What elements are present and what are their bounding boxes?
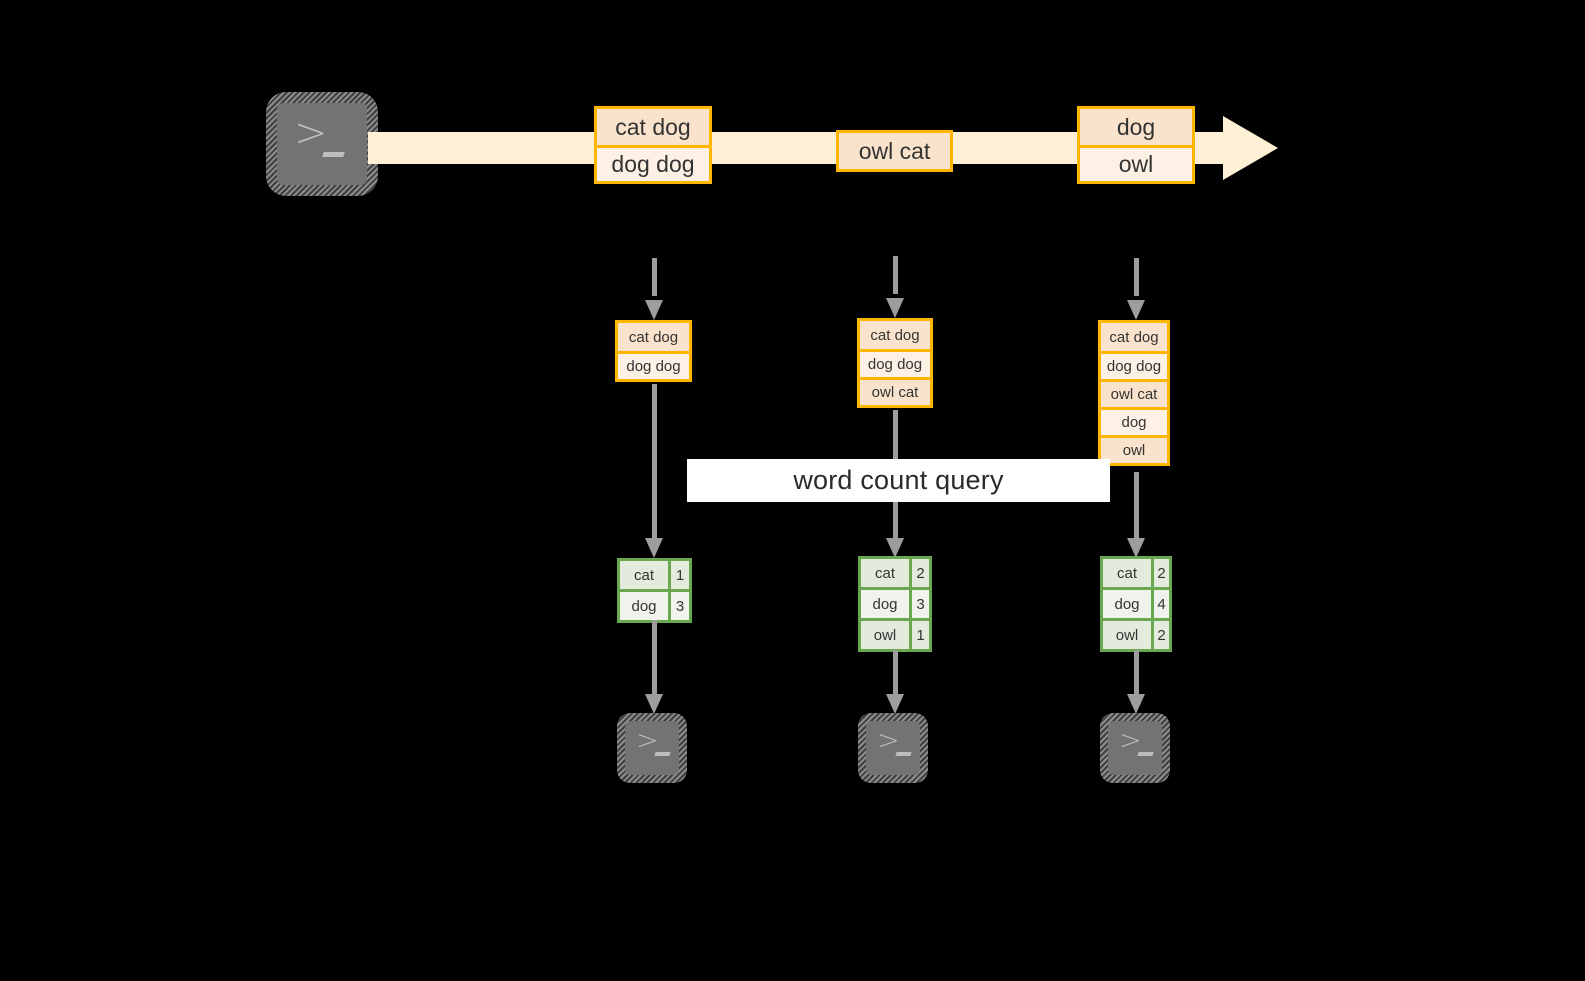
query-label-text: word count query [793,465,1004,495]
table-row: dog 4 [1103,587,1169,618]
log-line: dog dog [618,351,689,379]
snapshot-2-log: cat dog dog dog owl cat [857,318,933,408]
log-line: dog [1101,407,1167,435]
arrow-head-icon [645,300,663,320]
event-group-1: cat dog dog dog [594,106,712,184]
arrow-head-icon [886,538,904,558]
prompt-chevron-icon: > [1119,725,1142,756]
log-line: dog dog [860,349,930,377]
event-line: cat dog [597,109,709,145]
log-line: dog dog [1101,351,1167,379]
event-line: dog dog [597,145,709,181]
terminal-prompt: > [1108,721,1162,775]
arrow-head-icon [886,694,904,714]
result-word: cat [620,561,668,589]
table-row: cat 2 [861,559,929,587]
prompt-chevron-icon: > [877,725,900,756]
result-count: 3 [909,590,929,618]
snapshot-2-sink-terminal-icon: > [858,713,928,783]
result-count: 4 [1151,590,1169,618]
log-line: cat dog [618,323,689,351]
result-count: 2 [909,559,929,587]
log-line: owl [1101,435,1167,463]
result-count: 2 [1151,621,1169,649]
prompt-cursor-icon [1137,752,1154,756]
result-word: dog [1103,590,1151,618]
result-count: 1 [909,621,929,649]
event-group-2: owl cat [836,130,953,172]
snapshot-3-log: cat dog dog dog owl cat dog owl [1098,320,1170,466]
dashed-line [893,256,898,294]
query-label-band: word count query [687,459,1110,502]
terminal-prompt: > [866,721,920,775]
terminal-screen: > [1108,721,1162,775]
table-row: cat 2 [1103,559,1169,587]
snapshot-1-result-table: cat 1 dog 3 [617,558,692,623]
solid-line [652,384,657,540]
arrow-head-icon [1127,300,1145,320]
table-row: owl 2 [1103,618,1169,649]
terminal-screen: > [625,721,679,775]
prompt-cursor-icon [654,752,671,756]
solid-line [1134,650,1139,696]
prompt-chevron-icon: > [294,110,328,156]
prompt-chevron-icon: > [636,725,659,756]
result-word: cat [1103,559,1151,587]
arrow-head-icon [1127,694,1145,714]
snapshot-2-result-table: cat 2 dog 3 owl 1 [858,556,932,652]
prompt-cursor-icon [895,752,912,756]
result-count: 1 [668,561,689,589]
terminal-prompt: > [277,103,367,185]
result-count: 3 [668,592,689,620]
log-line: cat dog [860,321,930,349]
result-word: owl [1103,621,1151,649]
terminal-screen: > [866,721,920,775]
arrow-head-icon [886,298,904,318]
table-row: owl 1 [861,618,929,649]
log-line: owl cat [860,377,930,405]
arrow-head-icon [645,538,663,558]
event-line: owl [1080,145,1192,181]
solid-line [1134,472,1139,540]
dashed-line [652,258,657,296]
solid-line [652,620,657,696]
table-row: cat 1 [620,561,689,589]
snapshot-1-log: cat dog dog dog [615,320,692,382]
event-group-3: dog owl [1077,106,1195,184]
snapshot-3-sink-terminal-icon: > [1100,713,1170,783]
result-word: dog [861,590,909,618]
snapshot-3-result-table: cat 2 dog 4 owl 2 [1100,556,1172,652]
result-count: 2 [1151,559,1169,587]
snapshot-1-sink-terminal-icon: > [617,713,687,783]
event-line: owl cat [839,133,950,169]
event-line: dog [1080,109,1192,145]
result-word: owl [861,621,909,649]
terminal-prompt: > [625,721,679,775]
table-row: dog 3 [620,589,689,620]
log-line: cat dog [1101,323,1167,351]
dashed-line [1134,258,1139,296]
arrow-head-icon [1127,538,1145,558]
result-word: dog [620,592,668,620]
stream-arrow-head-icon [1223,116,1278,180]
log-line: owl cat [1101,379,1167,407]
solid-line [893,650,898,696]
prompt-cursor-icon [322,152,345,157]
table-row: dog 3 [861,587,929,618]
terminal-screen: > [277,103,367,185]
arrow-head-icon [645,694,663,714]
result-word: cat [861,559,909,587]
source-terminal-icon: > [266,92,378,196]
